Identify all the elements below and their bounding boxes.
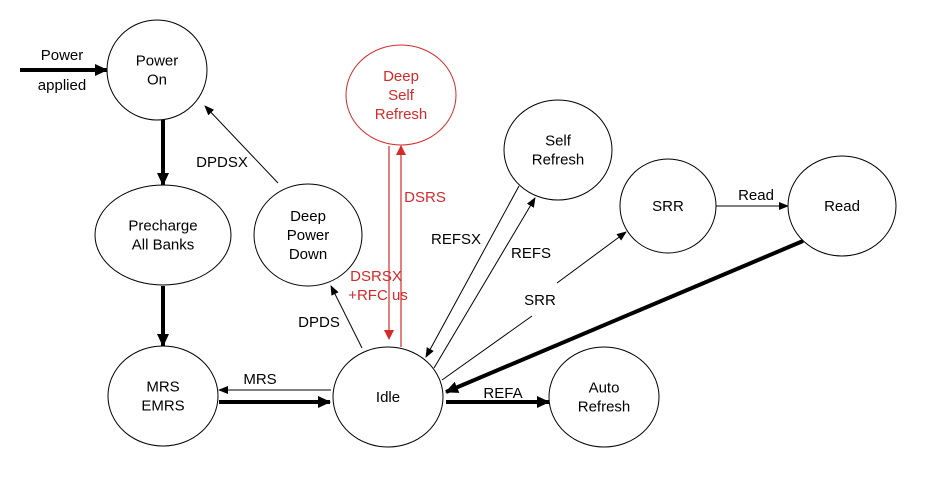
transition-label-power-applied: applied	[38, 77, 86, 94]
state-ellipse	[253, 183, 363, 287]
transition-label-idle-sr: REFS	[511, 245, 551, 262]
transition-line	[441, 315, 533, 381]
state-mrs-emrs: MRS EMRS	[107, 345, 219, 447]
transition-idle-srr	[441, 231, 627, 381]
state-ellipse	[787, 155, 897, 257]
transition-label-idle-srr: SRR	[524, 292, 556, 309]
state-label: Deep	[383, 68, 419, 85]
transition-label-power-applied: Power	[41, 47, 84, 64]
transition-line	[445, 239, 804, 394]
state-label: On	[147, 72, 167, 89]
state-ellipse	[619, 158, 717, 254]
transition-line	[204, 105, 279, 184]
transition-dpd-poweron	[204, 105, 279, 184]
state-ellipse	[106, 19, 208, 121]
state-ellipse	[94, 184, 232, 286]
state-label: Self	[545, 133, 572, 150]
transition-label-dpd-poweron: DPDSX	[196, 154, 248, 171]
state-label: Refresh	[578, 399, 631, 416]
transition-label-dsr-idle: DSRSX	[350, 268, 402, 285]
state-ellipse	[548, 346, 660, 448]
transition-label-idle-dpd: DPDS	[298, 314, 340, 331]
transition-line	[425, 185, 520, 358]
transition-label-idle-autorefresh: REFA	[483, 385, 522, 402]
state-label: SRR	[652, 198, 684, 215]
transition-label-srr-read: Read	[738, 187, 774, 204]
state-label: Precharge	[128, 218, 197, 235]
state-label: Down	[289, 246, 327, 263]
transition-label-sr-idle: REFSX	[431, 231, 481, 248]
transition-idle-dpd	[330, 285, 363, 349]
transition-read-idle	[445, 239, 804, 394]
state-label: Power	[287, 227, 330, 244]
state-label: EMRS	[141, 398, 184, 415]
transitions-layer	[20, 64, 804, 408]
state-label: Read	[824, 198, 860, 215]
state-ellipse	[332, 346, 444, 448]
transition-label-dsr-idle: +RFC us	[348, 287, 408, 304]
transition-line	[556, 231, 627, 284]
transition-line	[330, 285, 363, 349]
state-label: Idle	[376, 389, 400, 406]
state-read: Read	[787, 155, 897, 257]
state-label: Refresh	[532, 152, 585, 169]
transition-idle-sr	[433, 197, 536, 369]
state-label: Refresh	[375, 106, 428, 123]
state-label: Power	[136, 53, 179, 70]
state-label: Self	[388, 87, 415, 104]
state-label: Auto	[589, 380, 620, 397]
state-srr: SRR	[619, 158, 717, 254]
state-ellipse	[345, 44, 457, 146]
transition-line	[433, 197, 536, 369]
state-label: MRS	[146, 379, 179, 396]
state-idle: Idle	[332, 346, 444, 448]
state-label: All Banks	[132, 237, 195, 254]
state-ellipse	[503, 99, 613, 201]
transition-label-idle-mrs: MRS	[243, 371, 276, 388]
transition-label-idle-dsr: DSRS	[404, 189, 446, 206]
state-ellipse	[107, 345, 219, 447]
state-label: Deep	[290, 208, 326, 225]
transition-sr-idle	[425, 185, 520, 358]
